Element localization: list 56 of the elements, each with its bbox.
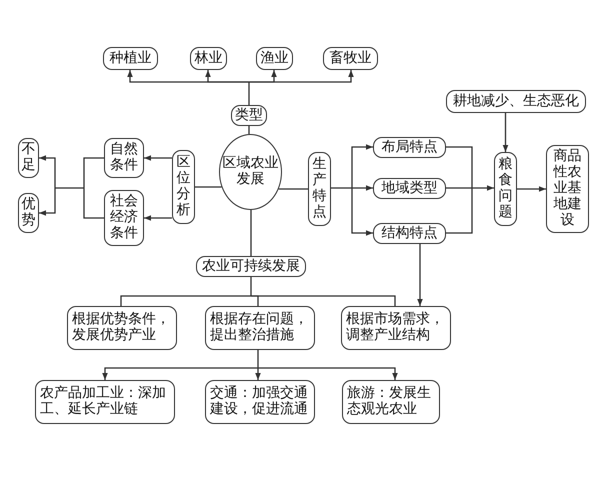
label-box: 社会经济条件 [104,190,144,246]
connector-line [195,186,222,188]
arrow [144,155,172,161]
central-ellipse: 区域农业发展 [219,134,282,210]
connector-line [278,188,308,190]
label-box: 根据存在问题，提出整治措施 [205,306,315,350]
connector-line [83,157,104,188]
label-box: 地域类型 [373,178,446,199]
vertical-label-box: 生产特点 [308,152,331,226]
label-box: 布局特点 [373,137,446,158]
connector-line [251,295,396,306]
connector-line [55,187,84,189]
arrow [351,188,373,236]
arrow [39,155,56,188]
connector-line [331,187,352,189]
arrow [249,70,354,83]
arrow [352,185,373,191]
label-box: 类型 [231,105,267,126]
vertical-label-box: 不足 [18,138,39,178]
label-box: 商品性农业基地建设 [546,145,589,233]
arrow [351,144,373,188]
label-box: 根据优势条件，发展优势产业 [67,306,177,350]
connector-line [446,146,473,188]
label-box: 结构特点 [373,223,446,244]
label-box: 农业可持续发展 [196,256,306,277]
label-box: 渔业 [256,47,293,70]
vertical-label-box: 优势 [18,193,39,233]
vertical-label-box: 区位分析 [172,150,195,224]
connector-line [250,210,252,256]
label-box: 旅游：发展生态观光农业 [342,380,440,424]
vertical-label-box: 粮食问题 [494,152,517,226]
arrow [502,113,508,152]
label-box: 自然条件 [104,138,144,178]
arrow [39,188,56,216]
connector-line [83,188,104,219]
label-box: 耕地减少、生态恶化 [446,90,586,113]
label-box: 根据市场需求，调整产业结构 [341,306,451,350]
arrow [205,70,249,83]
connector-line [257,350,259,368]
arrow [258,367,398,380]
label-box: 种植业 [103,47,158,70]
connector-line [248,82,250,105]
arrow [255,368,261,380]
label-box: 林业 [190,47,227,70]
connector-line [120,295,251,306]
label-box: 农产品加工业：深加工、延长产业链 [35,380,175,424]
arrow [472,185,494,191]
label-box: 畜牧业 [323,47,378,70]
arrow [517,186,546,192]
label-box: 交通：加强交通建设，促进流通 [205,380,315,424]
arrow [144,215,172,221]
arrow [102,367,258,380]
arrow [417,244,423,306]
connector-line [446,188,473,234]
connector-line [446,187,472,189]
connector-line [250,277,252,296]
